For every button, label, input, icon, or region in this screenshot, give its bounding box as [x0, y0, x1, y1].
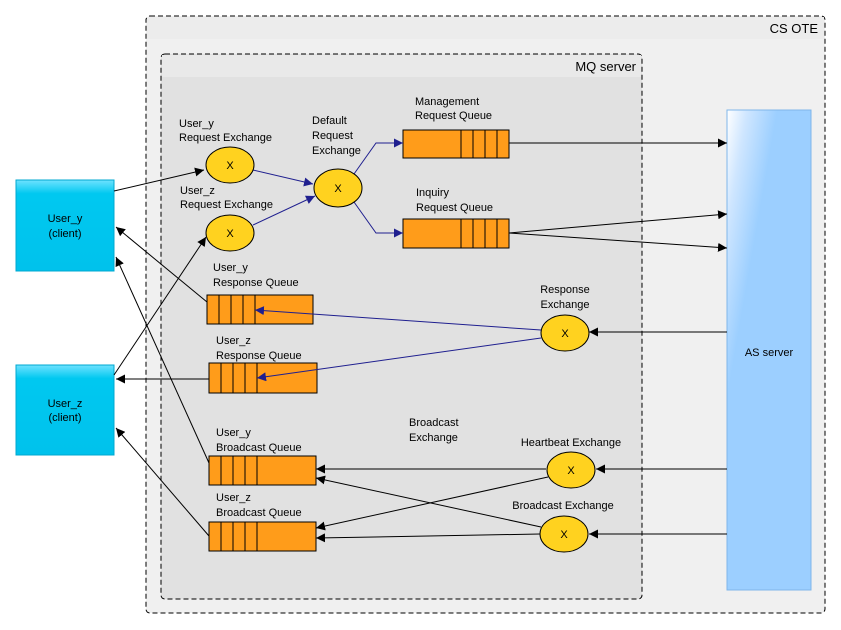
arrow-default-to-management	[353, 138, 403, 175]
arrow-heartbeat-to-z-broadcast	[315, 476, 549, 531]
exchange-user-z-request[interactable]: X	[205, 214, 255, 252]
arrow-z-request-to-default	[252, 195, 316, 226]
arrow-inquiry-to-as-2	[508, 232, 728, 252]
label-user-y-request-1: User_y	[179, 118, 214, 130]
label-user-y-broadcast-queue-1: User_y	[216, 427, 251, 439]
exchange-user-y-request[interactable]: X	[205, 146, 255, 184]
as-server-label: AS server	[745, 347, 794, 359]
client-user-z[interactable]: User_z (client)	[15, 364, 115, 456]
exchange-default-request[interactable]: X	[313, 168, 363, 208]
label-user-z-response-queue-1: User_z	[216, 335, 251, 347]
exchange-response[interactable]: X	[540, 314, 590, 352]
label-user-y-broadcast-queue-2: Broadcast Queue	[216, 442, 302, 454]
label-broadcast-group-1: Broadcast	[409, 417, 459, 429]
label-user-y-response-queue-2: Response Queue	[213, 277, 299, 289]
arrow-response-to-y-response	[254, 306, 542, 331]
arrow-y-request-to-default	[252, 169, 314, 187]
label-user-y-response-queue-1: User_y	[213, 262, 248, 274]
queue-user-y-response[interactable]	[206, 294, 314, 325]
exchange-response-symbol: X	[561, 328, 569, 340]
mq-server-label: MQ server	[575, 59, 636, 74]
diagram-labels: User_y Request Exchange User_z Request E…	[179, 96, 621, 519]
label-user-z-request-2: Request Exchange	[180, 199, 273, 211]
arrow-client-y-to-y-request	[113, 167, 205, 192]
arrow-z-broadcast-to-client-z	[115, 427, 210, 537]
label-response-exchange-2: Exchange	[541, 299, 590, 311]
label-inquiry-queue-1: Inquiry	[416, 187, 450, 199]
exchange-user-y-request-symbol: X	[226, 160, 234, 172]
label-user-z-request-1: User_z	[180, 185, 215, 197]
arrow-inquiry-to-as-1	[508, 210, 728, 234]
label-user-z-response-queue-2: Response Queue	[216, 350, 302, 362]
label-default-request-2: Request	[312, 130, 353, 142]
label-response-exchange-1: Response	[540, 284, 590, 296]
label-default-request-3: Exchange	[312, 145, 361, 157]
client-user-z-label-2: (client)	[48, 412, 81, 424]
label-inquiry-queue-2: Request Queue	[416, 202, 493, 214]
arrow-default-to-inquiry	[353, 201, 403, 238]
arrow-client-z-to-z-request	[113, 236, 207, 376]
exchange-user-z-request-symbol: X	[226, 228, 234, 240]
label-management-queue-1: Management	[415, 96, 479, 108]
queue-user-z-response[interactable]	[208, 362, 318, 394]
arrow-broadcast-to-y-broadcast	[315, 475, 542, 528]
label-management-queue-2: Request Queue	[415, 110, 492, 122]
arrow-y-response-to-client-y	[115, 226, 208, 303]
exchange-broadcast[interactable]: X	[539, 515, 589, 553]
queue-user-z-broadcast[interactable]	[208, 521, 317, 552]
label-broadcast-exchange: Broadcast Exchange	[512, 500, 614, 512]
client-user-z-label-1: User_z	[48, 398, 83, 410]
queue-inquiry-request[interactable]	[402, 218, 510, 249]
exchange-heartbeat[interactable]: X	[546, 451, 596, 489]
cs-ote-label: CS OTE	[770, 21, 819, 36]
arrow-response-to-z-response	[256, 337, 542, 382]
label-heartbeat-exchange: Heartbeat Exchange	[521, 437, 621, 449]
connectors-blue	[252, 138, 542, 382]
label-broadcast-group-2: Exchange	[409, 432, 458, 444]
exchange-broadcast-symbol: X	[560, 529, 568, 541]
label-user-y-request-2: Request Exchange	[179, 132, 272, 144]
queue-user-y-broadcast[interactable]	[208, 455, 317, 486]
label-user-z-broadcast-queue-1: User_z	[216, 492, 251, 504]
as-server[interactable]: AS server	[726, 109, 812, 591]
label-default-request-1: Default	[312, 115, 347, 127]
client-user-y-label-1: User_y	[48, 213, 83, 225]
queue-management-request[interactable]	[402, 129, 510, 159]
connectors-black	[113, 138, 728, 543]
arrow-broadcast-to-z-broadcast	[315, 533, 541, 543]
exchange-heartbeat-symbol: X	[567, 465, 575, 477]
exchange-default-request-symbol: X	[334, 183, 342, 195]
label-user-z-broadcast-queue-2: Broadcast Queue	[216, 507, 302, 519]
client-user-y[interactable]: User_y (client)	[15, 179, 115, 272]
arrow-y-broadcast-to-client-y	[115, 256, 210, 464]
client-user-y-label-2: (client)	[48, 228, 81, 240]
